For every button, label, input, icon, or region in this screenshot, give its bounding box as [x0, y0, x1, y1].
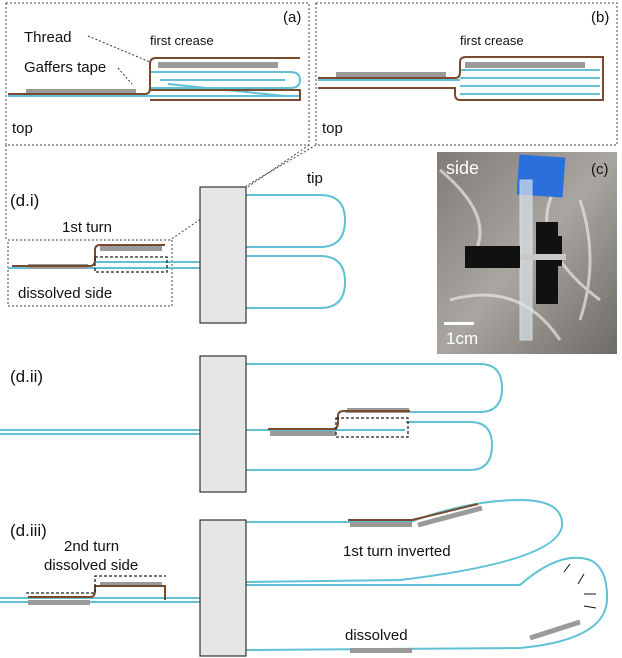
fabric-diii-inverted	[348, 503, 479, 521]
dissolved-outline-dii	[335, 417, 409, 438]
panel-c: side (c) 1cm	[437, 152, 617, 354]
scale-bar	[444, 322, 474, 325]
gaffers-tape-bottom	[26, 89, 136, 95]
thread-dii-left	[0, 429, 200, 435]
clamp-di	[199, 186, 247, 324]
loop-upper	[246, 194, 347, 248]
dissolved-label: dissolved	[345, 627, 408, 644]
loop-dii-lower	[246, 421, 494, 471]
gaffers-tape-b-left	[336, 72, 446, 78]
dissolved-outline-di	[94, 256, 168, 273]
fabric-dii	[268, 410, 410, 430]
tip-label: tip	[307, 170, 323, 187]
second-turn-label: 2nd turn	[64, 538, 119, 555]
second-turn-dissolved-label: dissolved side	[44, 557, 138, 574]
tape-diii-dissolved-2	[529, 619, 581, 641]
fabric-di	[12, 244, 165, 267]
loop-diii-lower	[245, 556, 609, 651]
top-label-a: top	[12, 120, 33, 137]
gaffers-tape-top	[158, 62, 278, 68]
connector-b	[245, 144, 317, 187]
panel-b: (b) first crease top	[315, 2, 618, 146]
panel-a-tag: (a)	[283, 9, 301, 26]
panel-dii: (d.ii)	[0, 355, 504, 493]
tape-dii-left	[270, 431, 336, 436]
tape-leader	[117, 67, 133, 85]
panel-di-inset	[7, 239, 173, 307]
loop-dii-upper	[246, 363, 504, 413]
top-label-b: top	[322, 120, 343, 137]
fabric-diii	[28, 585, 166, 600]
panel-c-tag: (c)	[591, 161, 609, 178]
dissolved-outline-diii	[26, 575, 166, 594]
first-turn-inverted-label: 1st turn inverted	[343, 543, 451, 560]
panel-di: (d.i) tip 1st turn dissolved side	[7, 170, 347, 324]
tape-left-black	[465, 246, 520, 268]
panel-di-tag: (d.i)	[10, 191, 39, 210]
panel-a-frame	[5, 2, 310, 146]
thread-b-stack	[460, 69, 600, 95]
panel-a: (a) Thread Gaffers tape first crease top	[5, 2, 310, 146]
loop-diii-upper	[245, 498, 564, 583]
first-crease-label-b: first crease	[460, 33, 524, 48]
tape-di-top	[100, 246, 162, 251]
tape-right-black-2	[548, 236, 562, 266]
tape-diii-inverted	[350, 522, 412, 527]
side-label: side	[446, 158, 479, 178]
tape-diii-left	[28, 600, 90, 605]
first-turn-label: 1st turn	[62, 219, 112, 236]
tape-diii-top	[100, 582, 162, 587]
panel-b-frame	[315, 2, 618, 146]
tape-diii-inverted-2	[417, 505, 483, 528]
panel-b-tag: (b)	[591, 9, 609, 26]
panel-dii-tag: (d.ii)	[10, 367, 43, 386]
fabric-layer-b	[318, 56, 604, 101]
gaffers-tape-b-right	[465, 62, 585, 68]
fabric-layer-a	[8, 57, 300, 95]
thread-fold	[150, 71, 302, 89]
crossbar	[520, 254, 566, 260]
clamp-dii	[199, 355, 247, 493]
panel-diii-tag: (d.iii)	[10, 521, 47, 540]
gaffers-tape-label: Gaffers tape	[24, 59, 106, 76]
first-crease-label-a: first crease	[150, 33, 214, 48]
clamp-diii	[199, 519, 247, 657]
tape-diii-dissolved	[350, 648, 412, 653]
loop-lower	[246, 255, 347, 309]
dissolved-side-label: dissolved side	[18, 285, 112, 302]
scale-label: 1cm	[446, 329, 478, 348]
thread-label: Thread	[24, 29, 72, 46]
thread-leader	[87, 35, 151, 63]
expansion-arrows	[563, 563, 597, 609]
fabric-fold-a	[150, 89, 301, 101]
panel-diii: (d.iii) 2nd turn dissolved side 1st turn…	[0, 498, 609, 657]
